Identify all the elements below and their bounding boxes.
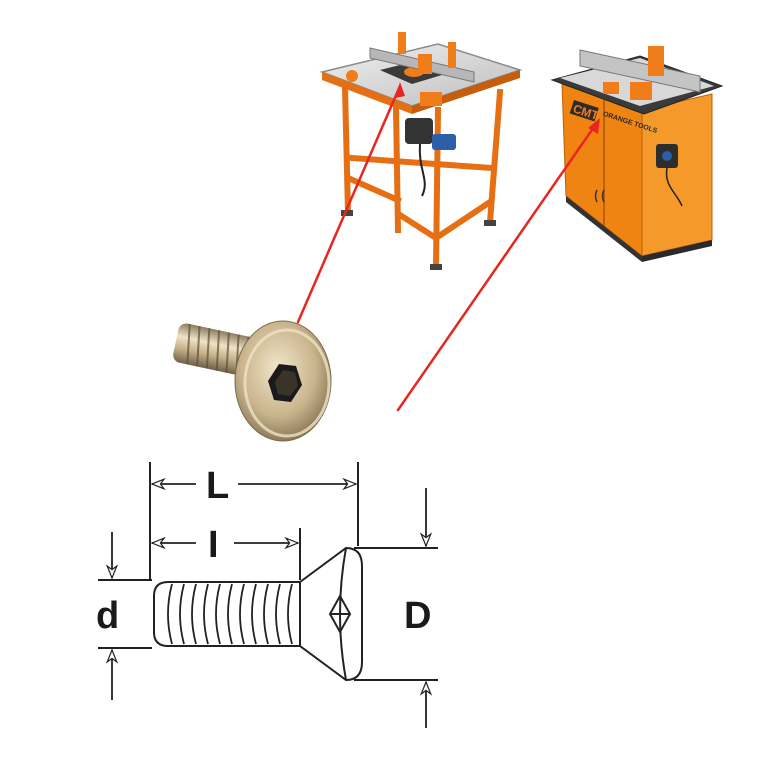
pointer-arrowhead-left (395, 82, 405, 98)
countersunk-hex-screw-icon (173, 320, 332, 442)
router-table-cabinet-icon: CMT ORANGE TOOLS (550, 46, 724, 262)
screw-technical-drawing (98, 462, 438, 682)
pointer-arrowhead-right (588, 118, 600, 134)
dimension-label-d: d (96, 595, 119, 637)
pointer-lines (296, 84, 598, 412)
pointer-line-right (396, 122, 598, 412)
dimension-label-D: D (404, 595, 431, 637)
dimension-arrows (112, 484, 426, 728)
pointer-line-left (296, 84, 402, 324)
dimension-label-L: L (206, 465, 229, 507)
router-table-stand-icon (319, 32, 523, 270)
dimension-label-I: I (208, 524, 219, 566)
